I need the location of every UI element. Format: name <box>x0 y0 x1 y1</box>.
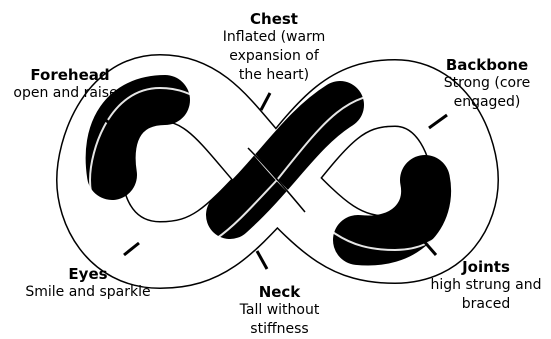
chest-label: Chest Inflated (warm expansion of the he… <box>208 10 340 85</box>
neck-title: Neck <box>222 283 337 301</box>
chest-description: Inflated (warm expansion of the heart) <box>208 28 340 85</box>
forehead-label: Forehead open and raised <box>0 66 140 103</box>
backbone-label: Backbone Strong (core engaged) <box>428 56 546 112</box>
forehead-title: Forehead <box>0 66 140 84</box>
neck-description: Tall without stiffness <box>222 301 337 339</box>
backbone-description: Strong (core engaged) <box>428 74 546 112</box>
joints-description: high strung and braced <box>421 276 551 314</box>
joints-segment <box>358 180 426 241</box>
eyes-description: Smile and sparkle <box>8 283 168 302</box>
joints-label: Joints high strung and braced <box>421 258 551 314</box>
joints-title: Joints <box>421 258 551 276</box>
eyes-title: Eyes <box>8 265 168 283</box>
chest-tick <box>261 93 270 110</box>
eyes-label: Eyes Smile and sparkle <box>8 265 168 302</box>
backbone-title: Backbone <box>428 56 546 74</box>
forehead-description: open and raised <box>0 84 140 103</box>
chest-title: Chest <box>208 10 340 28</box>
neck-label: Neck Tall without stiffness <box>222 283 337 339</box>
forehead-segment <box>111 100 165 175</box>
neck-tick <box>257 251 267 269</box>
